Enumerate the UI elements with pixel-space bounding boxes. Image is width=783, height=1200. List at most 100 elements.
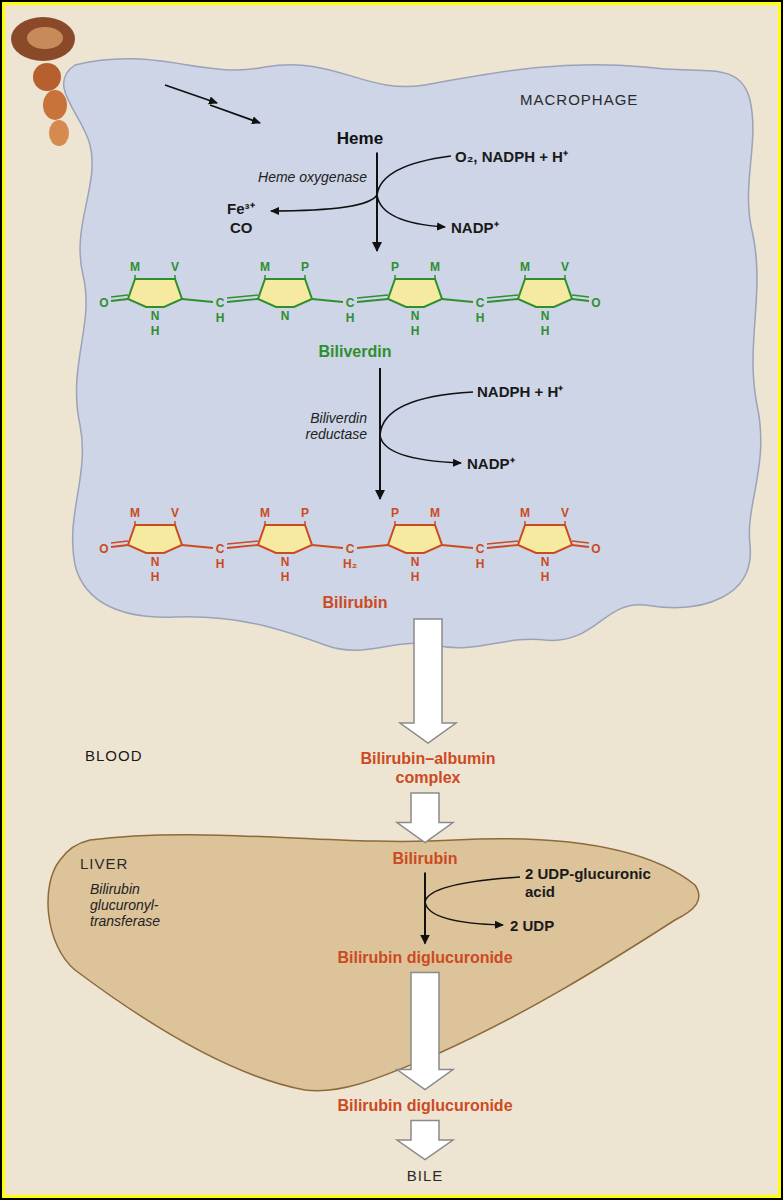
pyrrole-ring	[388, 525, 442, 553]
node-title: Biliverdin	[319, 343, 392, 361]
atom-symbol: H	[216, 558, 225, 570]
atom-symbol: O	[99, 543, 108, 555]
bond	[304, 275, 306, 279]
pyrrole-ring	[518, 525, 572, 553]
node-title: LIVER	[80, 855, 128, 872]
atom-symbol: N	[541, 556, 550, 568]
pyrrole-ring	[128, 525, 182, 553]
atom-symbol: P	[391, 507, 399, 519]
bond	[134, 275, 136, 279]
atom-symbol: C	[346, 543, 355, 555]
bond	[134, 521, 136, 525]
node-title: Bilirubin diglucuronide	[337, 1096, 512, 1115]
bond	[264, 275, 266, 279]
atom-symbol: H	[151, 571, 160, 583]
bond	[394, 275, 396, 279]
bond	[174, 521, 176, 525]
transport-arrow	[397, 1121, 453, 1160]
node-title: Bilirubin diglucuronide	[337, 948, 512, 967]
atom-symbol: N	[411, 556, 420, 568]
compound-node: Bilirubin	[389, 847, 462, 870]
atom-symbol: H	[281, 571, 290, 583]
atom-symbol: M	[130, 261, 140, 273]
bond	[564, 275, 566, 279]
atom-symbol: M	[520, 261, 530, 273]
compound-node: Heme	[333, 127, 387, 150]
pyrrole-ring	[128, 279, 182, 307]
node-title: MACROPHAGE	[520, 91, 638, 108]
reagent-label: NADP⁺	[451, 219, 499, 237]
bile-node: BILE	[403, 1164, 448, 1187]
outline-path	[64, 59, 761, 651]
illustration	[5, 5, 778, 1195]
node-title: Bilirubin	[323, 594, 388, 612]
compound-node: Bilirubin–albumin complex	[337, 747, 520, 789]
atom-symbol: P	[301, 261, 309, 273]
atom-symbol: M	[520, 507, 530, 519]
reaction-arrow	[424, 873, 426, 944]
enzyme-label: Biliverdin reductase	[262, 410, 367, 442]
enzyme-label: Bilirubin glucuronyl-transferase	[90, 881, 190, 929]
atom-symbol: H	[476, 312, 485, 324]
pyrrole-ring	[388, 279, 442, 307]
atom-symbol: M	[130, 507, 140, 519]
atom-symbol: V	[561, 507, 569, 519]
bond	[304, 521, 306, 525]
atom-symbol: O	[591, 543, 600, 555]
atom-symbol: H	[346, 312, 355, 324]
macrophage-cell: MACROPHAGE HemeBiliverdinBilirubin	[20, 20, 780, 665]
atom-symbol: V	[561, 261, 569, 273]
atom-symbol: H	[476, 558, 485, 570]
compound-node: Bilirubin diglucuronide	[333, 946, 516, 969]
enzyme-label: Heme oxygenase	[247, 169, 367, 185]
bond	[394, 521, 396, 525]
node-title: Bilirubin–albumin complex	[341, 749, 516, 787]
reagent-label: Fe³⁺	[227, 200, 255, 218]
atom-symbol: H	[411, 571, 420, 583]
atom-symbol: O	[99, 297, 108, 309]
atom-symbol: O	[591, 297, 600, 309]
reagent-label: 2 UDP	[510, 917, 554, 935]
atom-symbol: M	[260, 261, 270, 273]
bond	[174, 275, 176, 279]
biliverdin-group: Biliverdin	[85, 253, 625, 365]
reagent-label: O₂, NADPH + H⁺	[455, 148, 568, 166]
bond	[434, 275, 436, 279]
node-title: BILE	[407, 1166, 444, 1185]
compound-node: Bilirubin diglucuronide	[333, 1094, 516, 1117]
reaction-arrow	[376, 153, 378, 252]
atom-symbol: N	[281, 310, 290, 322]
reagent-label: CO	[230, 219, 253, 237]
atom-symbol: V	[171, 507, 179, 519]
reagent-label: NADP⁺	[467, 455, 515, 473]
atom-symbol: H	[541, 571, 550, 583]
region-label: BLOOD	[85, 747, 143, 765]
atom-symbol: M	[430, 507, 440, 519]
atom-symbol: C	[476, 297, 485, 309]
atom-symbol: N	[281, 556, 290, 568]
atom-symbol: M	[430, 261, 440, 273]
outline	[20, 20, 780, 665]
transport-arrow	[397, 793, 453, 843]
atom-symbol: P	[391, 261, 399, 273]
bond	[564, 521, 566, 525]
reagent-label: 2 UDP-glucuronic acid	[525, 865, 675, 901]
connector-layer	[5, 5, 778, 1195]
atom-symbol: P	[301, 507, 309, 519]
atom-symbol: C	[216, 543, 225, 555]
outline-path	[48, 835, 699, 1091]
atom-symbol: C	[216, 297, 225, 309]
atom-symbol: V	[171, 261, 179, 273]
atom-symbol: N	[541, 310, 550, 322]
node-title: Bilirubin	[393, 849, 458, 868]
atom-symbol: N	[151, 310, 160, 322]
pyrrole-ring	[258, 525, 312, 553]
atom-symbol: N	[411, 310, 420, 322]
atom-symbol: H	[411, 325, 420, 337]
bond	[264, 521, 266, 525]
pyrrole-ring	[258, 279, 312, 307]
atom-symbol: N	[151, 556, 160, 568]
atom-symbol: C	[346, 297, 355, 309]
node-title: Heme	[337, 129, 383, 148]
